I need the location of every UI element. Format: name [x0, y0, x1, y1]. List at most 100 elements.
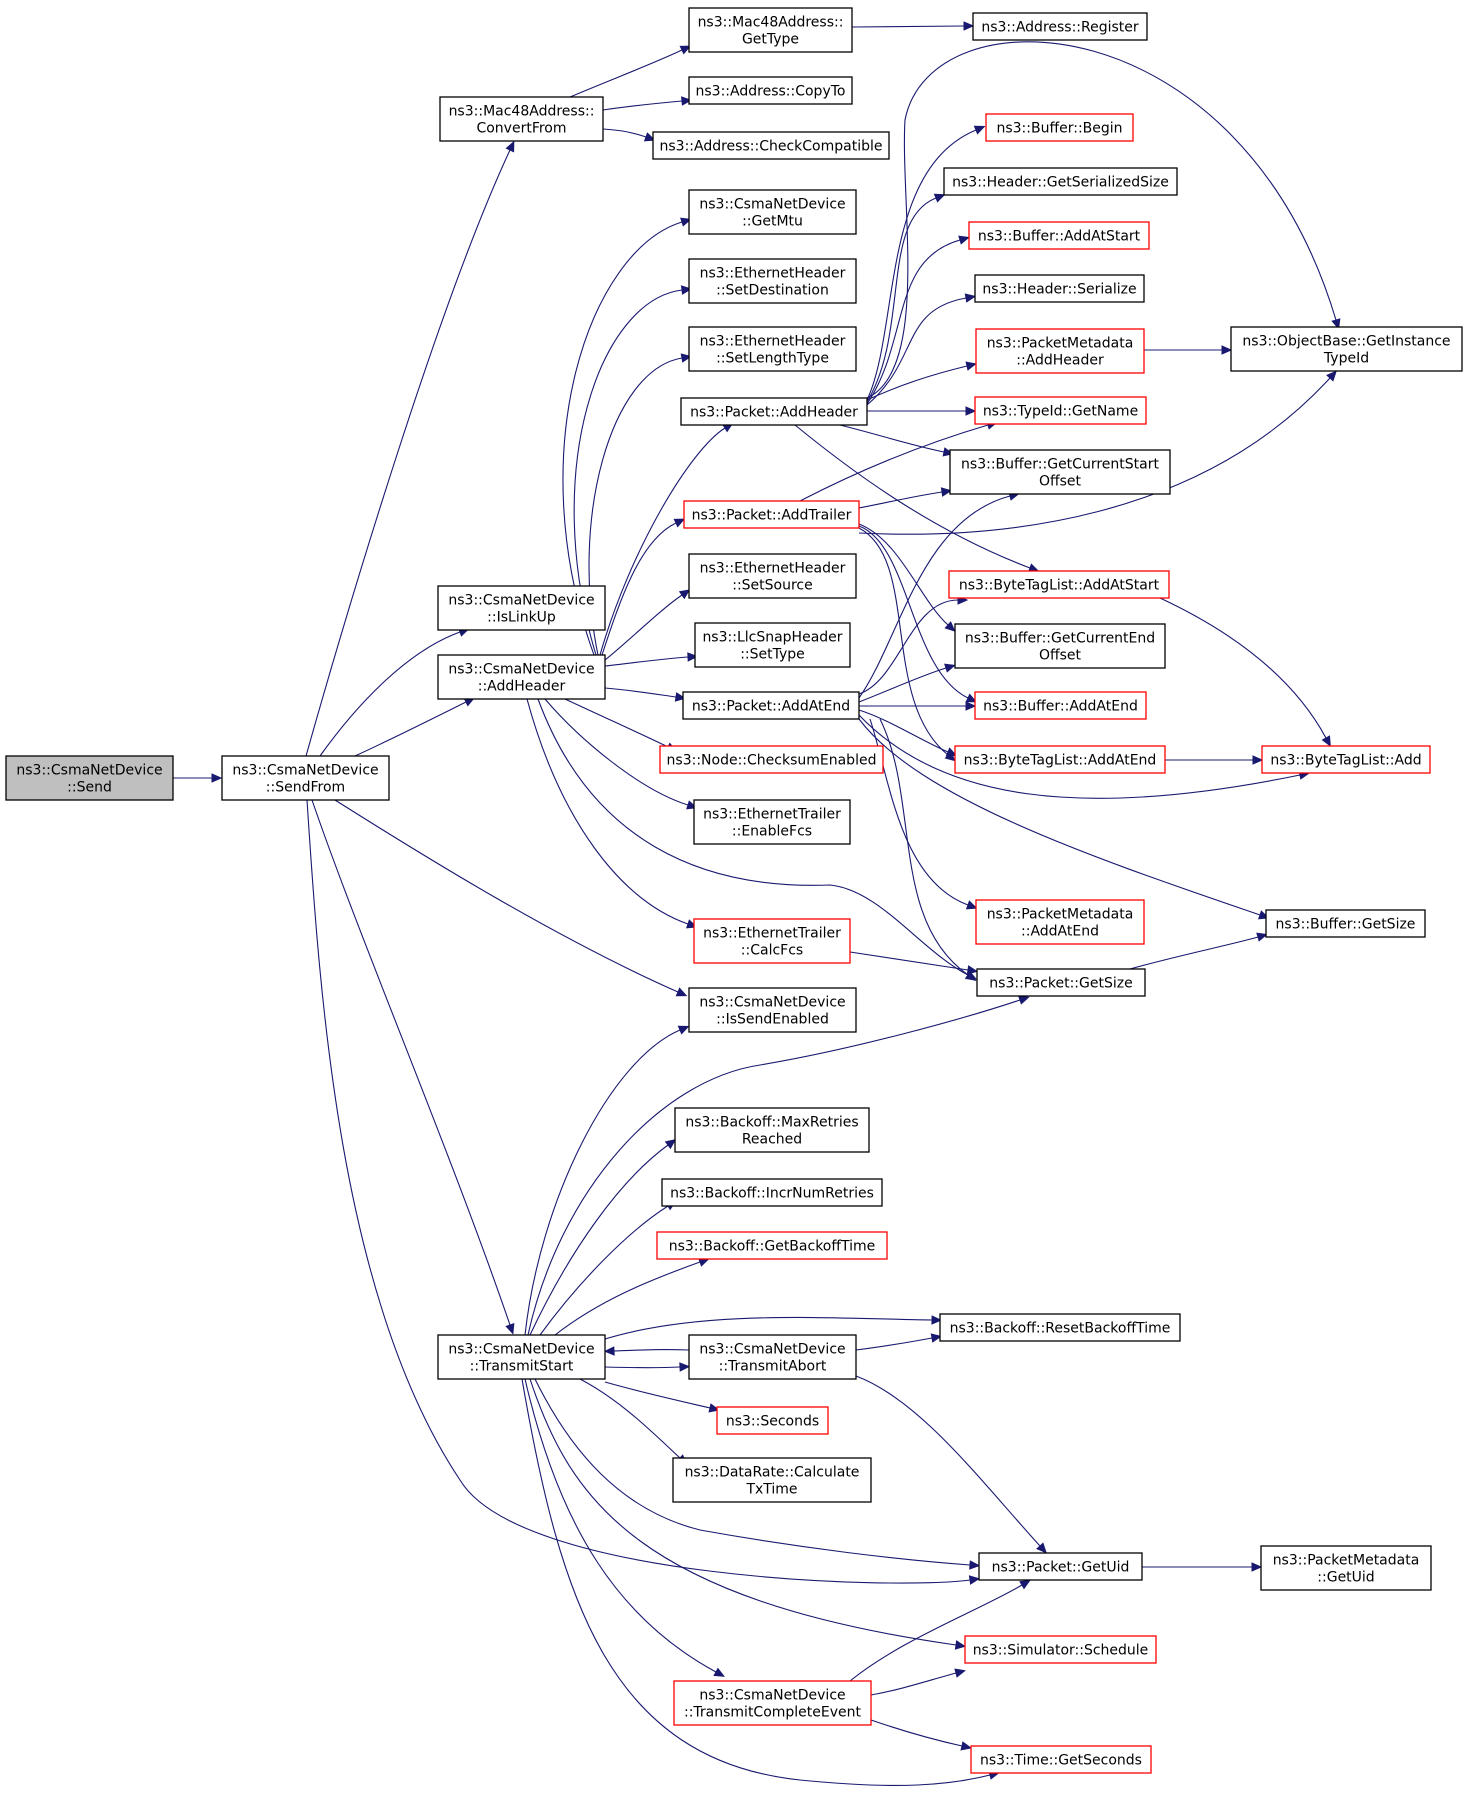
node-bufbegin[interactable]: ns3::Buffer::Begin — [985, 113, 1134, 142]
node-box — [688, 326, 857, 372]
node-nodechecksum[interactable]: ns3::Node::ChecksumEnabled — [659, 745, 884, 774]
node-sendfrom[interactable]: ns3::CsmaNetDevice::SendFrom — [221, 755, 390, 801]
node-pmaddatend[interactable]: ns3::PacketMetadata::AddAtEnd — [975, 899, 1145, 945]
node-m48convert[interactable]: ns3::Mac48Address::ConvertFrom — [439, 96, 604, 142]
node-pktaddatend[interactable]: ns3::Packet::AddAtEnd — [682, 691, 860, 720]
node-ehsetdest[interactable]: ns3::EthernetHeader::SetDestination — [688, 258, 857, 304]
call-edge-addheader-to-pktaddatend — [604, 687, 687, 702]
node-bufaddatend[interactable]: ns3::Buffer::AddAtEnd — [974, 691, 1147, 720]
node-label: ::AddHeader — [1016, 353, 1104, 369]
node-bufaddatstart[interactable]: ns3::Buffer::AddAtStart — [968, 221, 1150, 250]
node-send: ns3::CsmaNetDevice::Send — [5, 755, 174, 801]
call-edge-pktaddheader-to-btladdatstart — [794, 424, 1040, 573]
node-label: ::IsLinkUp — [487, 610, 556, 626]
node-box — [5, 755, 174, 801]
node-box — [968, 221, 1150, 250]
node-label: ns3::ByteTagList::AddAtStart — [959, 578, 1160, 594]
node-label: ConvertFrom — [476, 121, 566, 137]
call-edge-addheader-to-getmtu — [562, 217, 692, 656]
node-label: ns3::EthernetTrailer — [703, 926, 841, 942]
node-label: ns3::ObjectBase::GetInstance — [1242, 334, 1450, 350]
node-pktgetuid[interactable]: ns3::Packet::GetUid — [978, 1552, 1143, 1581]
node-label: Offset — [1039, 648, 1082, 664]
call-edge-pktaddheader-to-objgetinst — [866, 41, 1341, 399]
node-box — [975, 899, 1145, 945]
node-getmtu[interactable]: ns3::CsmaNetDevice::GetMtu — [688, 189, 857, 235]
node-label: ns3::Header::Serialize — [982, 282, 1136, 298]
node-label: ns3::PacketMetadata — [987, 907, 1134, 923]
call-edge-addheader-to-llcsettype — [604, 652, 699, 667]
call-edge-pktaddatend-to-bufgetcurend — [858, 663, 956, 703]
node-label: ns3::Header::GetSerializedSize — [952, 175, 1169, 191]
node-pktgetsize[interactable]: ns3::Packet::GetSize — [976, 968, 1146, 997]
call-edge-pktaddheader-to-hdrgetsersize — [866, 193, 946, 403]
node-label: Reached — [742, 1132, 802, 1148]
node-label: ns3::CsmaNetDevice — [448, 1342, 594, 1358]
node-addrcopyto[interactable]: ns3::Address::CopyTo — [688, 76, 853, 105]
node-bogetbackoff[interactable]: ns3::Backoff::GetBackoffTime — [656, 1231, 888, 1260]
node-label: ::SetType — [740, 647, 805, 663]
node-typeidgetname[interactable]: ns3::TypeId::GetName — [974, 396, 1147, 425]
node-btladdatstart[interactable]: ns3::ByteTagList::AddAtStart — [948, 570, 1170, 599]
node-bufgetsize[interactable]: ns3::Buffer::GetSize — [1265, 909, 1426, 938]
node-pktaddtrailer[interactable]: ns3::Packet::AddTrailer — [683, 500, 860, 529]
call-edge-addheader-to-nodechecksum — [564, 698, 678, 752]
node-box — [661, 1178, 883, 1207]
node-box — [688, 76, 853, 105]
call-edge-sendfrom-to-addheader — [354, 697, 476, 757]
call-edge-transmitabort-to-boreset — [855, 1333, 943, 1351]
node-addheader[interactable]: ns3::CsmaNetDevice::AddHeader — [437, 654, 606, 700]
node-etcalcfcs[interactable]: ns3::EthernetTrailer::CalcFcs — [693, 918, 851, 964]
node-issendenabled[interactable]: ns3::CsmaNetDevice::IsSendEnabled — [688, 987, 857, 1033]
node-addrregister[interactable]: ns3::Address::Register — [972, 12, 1148, 41]
call-edge-etcalcfcs-to-pktgetsize — [849, 951, 979, 975]
node-btladd[interactable]: ns3::ByteTagList::Add — [1261, 745, 1431, 774]
call-edge-pktaddatend-to-pmaddatend — [869, 718, 978, 910]
node-label: ns3::Packet::AddHeader — [690, 405, 858, 421]
node-box — [683, 500, 860, 529]
node-seconds[interactable]: ns3::Seconds — [716, 1406, 829, 1435]
node-label: ::AddAtEnd — [1021, 924, 1099, 940]
node-box — [693, 918, 851, 964]
node-transmitstart[interactable]: ns3::CsmaNetDevice::TransmitStart — [437, 1334, 606, 1380]
node-etenablefcs[interactable]: ns3::EthernetTrailer::EnableFcs — [693, 799, 851, 845]
node-btladdatend[interactable]: ns3::ByteTagList::AddAtEnd — [954, 745, 1166, 774]
call-edge-transmitabort-to-transmitstart — [603, 1346, 690, 1356]
node-box — [674, 1107, 870, 1153]
node-transmitabort[interactable]: ns3::CsmaNetDevice::TransmitAbort — [688, 1334, 857, 1380]
node-ehsetlen[interactable]: ns3::EthernetHeader::SetLengthType — [688, 326, 857, 372]
call-edge-transmitabort-to-pktgetuid — [855, 1375, 1047, 1554]
node-label: TxTime — [745, 1482, 797, 1498]
node-box — [974, 274, 1145, 303]
node-islinkup[interactable]: ns3::CsmaNetDevice::IsLinkUp — [437, 585, 606, 631]
call-edge-addheader-to-pktaddtrailer — [601, 518, 686, 656]
node-pmgetuid[interactable]: ns3::PacketMetadata::GetUid — [1260, 1545, 1432, 1591]
node-hdrgetsersize[interactable]: ns3::Header::GetSerializedSize — [943, 167, 1178, 196]
node-box — [954, 745, 1166, 774]
node-timegetsec[interactable]: ns3::Time::GetSeconds — [970, 1745, 1152, 1774]
node-label: ns3::Address::Register — [981, 20, 1139, 36]
node-pmaddheader[interactable]: ns3::PacketMetadata::AddHeader — [975, 328, 1145, 374]
call-edge-pktaddatend-to-pktgetsize — [879, 718, 977, 981]
node-boreset[interactable]: ns3::Backoff::ResetBackoffTime — [939, 1313, 1181, 1342]
node-ehsetsource[interactable]: ns3::EthernetHeader::SetSource — [688, 553, 857, 599]
node-pktaddheader[interactable]: ns3::Packet::AddHeader — [680, 397, 868, 426]
node-hdrserialize[interactable]: ns3::Header::Serialize — [974, 274, 1145, 303]
node-llcsettype[interactable]: ns3::LlcSnapHeader::SetType — [694, 622, 851, 668]
call-edge-pktgetsize-to-bufgetsize — [1129, 932, 1268, 970]
node-addrcheck[interactable]: ns3::Address::CheckCompatible — [652, 131, 890, 160]
node-label: ns3::CsmaNetDevice — [448, 593, 594, 609]
call-edge-pktaddheader-to-typeidgetname — [867, 406, 977, 416]
node-tce[interactable]: ns3::CsmaNetDevice::TransmitCompleteEven… — [673, 1680, 872, 1726]
node-m48gettype[interactable]: ns3::Mac48Address::GetType — [688, 7, 853, 53]
node-label: ns3::LlcSnapHeader — [702, 630, 842, 646]
node-boincr[interactable]: ns3::Backoff::IncrNumRetries — [661, 1178, 883, 1207]
node-box — [688, 987, 857, 1033]
node-simschedule[interactable]: ns3::Simulator::Schedule — [964, 1635, 1157, 1664]
call-edge-pktaddheader-to-bufgetcurstart — [839, 424, 955, 457]
